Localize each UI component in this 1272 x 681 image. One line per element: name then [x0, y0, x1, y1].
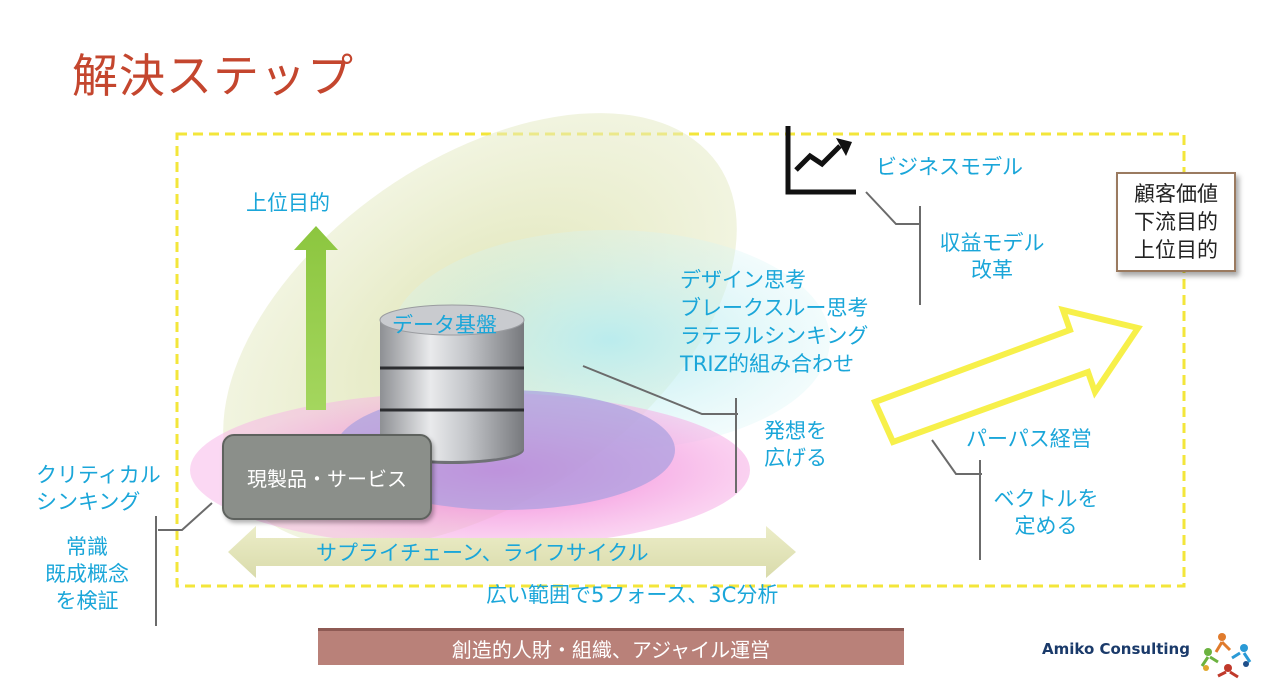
line-chart-icon	[785, 126, 856, 195]
expand-ideas-line: 広げる	[764, 446, 827, 470]
logo-text: Amiko Consulting	[1042, 640, 1190, 658]
expand-ideas-label: 発想を 広げる	[764, 418, 827, 472]
goal-line: 下流目的	[1134, 210, 1218, 234]
supply-chain-double-arrow	[228, 526, 796, 578]
thinking-method-line: ラテラルシンキング	[680, 324, 869, 348]
bottom-bar-label: 創造的人財・組織、アジャイル運営	[451, 637, 771, 662]
upper-purpose-label: 上位目的	[246, 191, 330, 215]
green-up-arrow	[294, 226, 338, 410]
thinking-method-line: TRIZ的組み合わせ	[680, 352, 854, 376]
common-sense-line: 常識	[66, 535, 108, 559]
critical-thinking-line: クリティカル	[36, 463, 161, 487]
critical-thinking-label: クリティカル シンキング	[36, 462, 161, 516]
goal-line: 上位目的	[1134, 238, 1218, 262]
common-sense-line: を検証	[55, 589, 119, 613]
vector-line: ベクトルを	[993, 487, 1099, 511]
wide-range-label: 広い範囲で5フォース、3C分析	[486, 583, 779, 607]
thinking-method-line: デザイン思考	[680, 268, 806, 292]
connector-lines	[155, 191, 982, 626]
purpose-management-label: パーパス経営	[966, 427, 1092, 451]
goal-line: 顧客価値	[1134, 182, 1218, 206]
data-platform-label: データ基盤	[392, 313, 497, 337]
revenue-reform-line: 改革	[971, 258, 1013, 282]
thinking-methods-label: デザイン思考 ブレークスルー思考 ラテラルシンキング TRIZ的組み合わせ	[680, 266, 868, 378]
revenue-reform-label: 収益モデル 改革	[930, 230, 1054, 284]
common-sense-line: 既成概念	[45, 562, 129, 586]
business-model-label: ビジネスモデル	[876, 155, 1023, 179]
product-service-label: 現製品・サービス	[247, 466, 407, 491]
vector-line: 定める	[1014, 514, 1078, 538]
thinking-method-line: ブレークスルー思考	[680, 296, 869, 320]
amiko-people-logo-icon	[1200, 633, 1252, 679]
critical-thinking-line: シンキング	[36, 490, 141, 514]
common-sense-label: 常識 既成概念 を検証	[36, 534, 138, 615]
vector-label: ベクトルを 定める	[990, 486, 1102, 540]
bottom-bar: 創造的人財・組織、アジャイル運営	[318, 628, 904, 665]
goal-box: 顧客価値 下流目的 上位目的	[1116, 172, 1236, 272]
product-service-box: 現製品・サービス	[222, 434, 432, 520]
yellow-outline-arrow	[870, 305, 1143, 446]
supply-chain-label: サプライチェーン、ライフサイクル	[316, 541, 649, 565]
page-title: 解決ステップ	[72, 49, 354, 103]
revenue-reform-line: 収益モデル	[939, 231, 1045, 255]
expand-ideas-line: 発想を	[764, 419, 827, 443]
